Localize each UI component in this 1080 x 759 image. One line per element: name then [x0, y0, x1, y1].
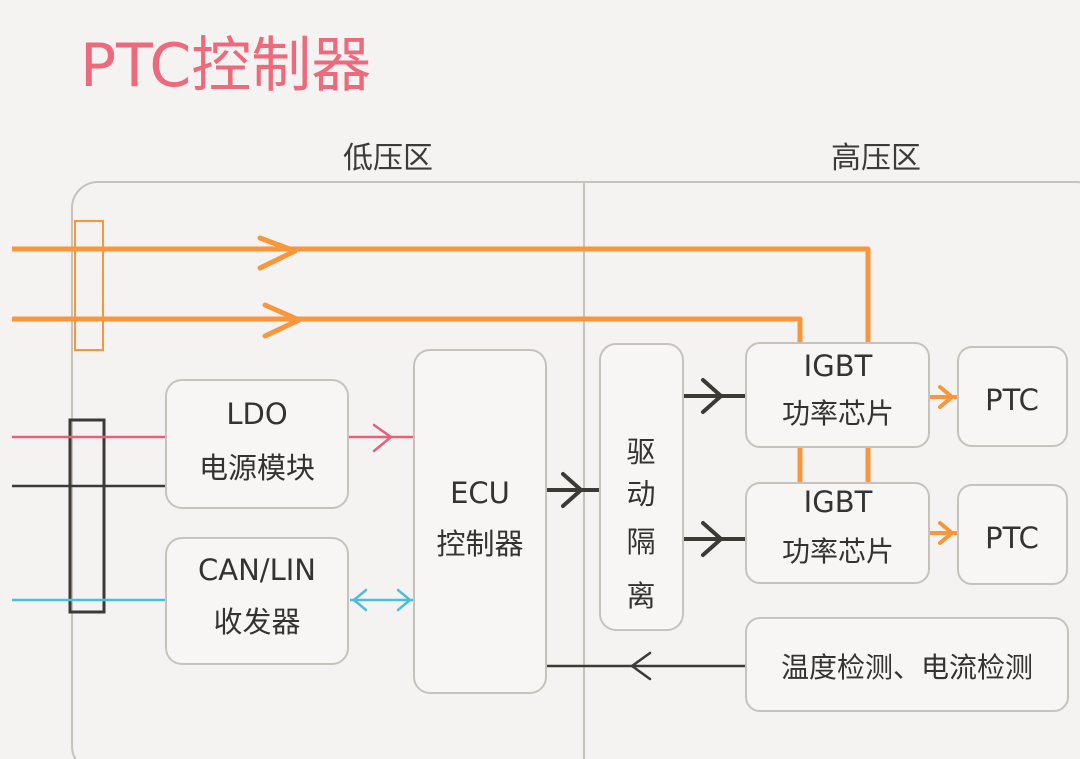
low-voltage-zone-label: 低压区	[343, 141, 433, 176]
igbt-bottom-title: IGBT	[804, 485, 873, 519]
ptc-top-arrow-icon	[938, 385, 954, 409]
ecu-subtitle: 控制器	[436, 527, 523, 561]
controller-outline	[71, 181, 1080, 759]
can-title: CAN/LIN	[198, 553, 316, 587]
ldo-title: LDO	[226, 397, 287, 431]
ptc-bottom-arrow-icon	[938, 521, 954, 545]
high-voltage-zone-label: 高压区	[831, 141, 921, 176]
igbt-top-to-ptc-top-connector	[929, 385, 958, 409]
driver-char-2: 动	[626, 477, 655, 511]
driver-char-1: 驱	[626, 435, 655, 469]
hv-top-arrow	[257, 235, 298, 271]
ptc-top-label: PTC	[985, 383, 1039, 417]
ecu-driver-arrow-icon	[561, 472, 583, 508]
driver-char-3: 隔	[626, 525, 655, 559]
igbt-bottom-to-ptc-bottom-connector	[929, 521, 958, 545]
igbt-top-subtitle: 功率芯片	[782, 397, 894, 430]
ecu-to-driver-connector	[546, 472, 600, 508]
sensing-feedback-connector	[546, 651, 746, 681]
ecu-controller: ECU 控制器	[413, 349, 547, 694]
igbt-top-title: IGBT	[804, 349, 873, 383]
hv-second-arrow	[262, 302, 302, 339]
diagram-title: PTC控制器	[80, 31, 371, 101]
temperature-current-sensing-block: 温度检测、电流检测	[745, 617, 1069, 712]
bus-right-arrow-icon	[396, 588, 412, 612]
drive-isolation-block: 驱 动 隔 离	[599, 343, 684, 631]
igbt-bottom-block: IGBT 功率芯片	[745, 482, 930, 584]
igbt-bottom-subtitle: 功率芯片	[782, 535, 894, 568]
igbt-top-block: IGBT 功率芯片	[745, 342, 930, 448]
ptc-top-block: PTC	[957, 346, 1068, 447]
can-ecu-connector	[350, 588, 414, 612]
bus-left-arrow-icon	[352, 588, 368, 612]
ldo-subtitle: 电源模块	[199, 451, 315, 485]
sensing-label: 温度检测、电流检测	[781, 651, 1033, 684]
ldo-power-module: LDO 电源模块	[165, 379, 349, 509]
ptc-bottom-label: PTC	[985, 521, 1039, 555]
ecu-title: ECU	[450, 476, 510, 510]
driver-to-igbt-top-connector	[683, 378, 746, 414]
feedback-arrow-icon	[630, 651, 652, 681]
driver-to-igbt-bottom-connector	[683, 521, 746, 557]
driver-igbt-bottom-arrow-icon	[701, 521, 723, 557]
ldo-to-ecu-connector	[348, 423, 414, 453]
driver-char-4: 离	[626, 579, 655, 613]
hv-connector	[74, 220, 104, 351]
ptc-bottom-block: PTC	[957, 484, 1068, 585]
driver-igbt-top-arrow-icon	[701, 378, 723, 414]
can-lin-transceiver: CAN/LIN 收发器	[165, 537, 349, 665]
lv-connector	[68, 418, 106, 614]
can-subtitle: 收发器	[213, 605, 300, 639]
ldo-arrow-icon	[372, 423, 393, 453]
